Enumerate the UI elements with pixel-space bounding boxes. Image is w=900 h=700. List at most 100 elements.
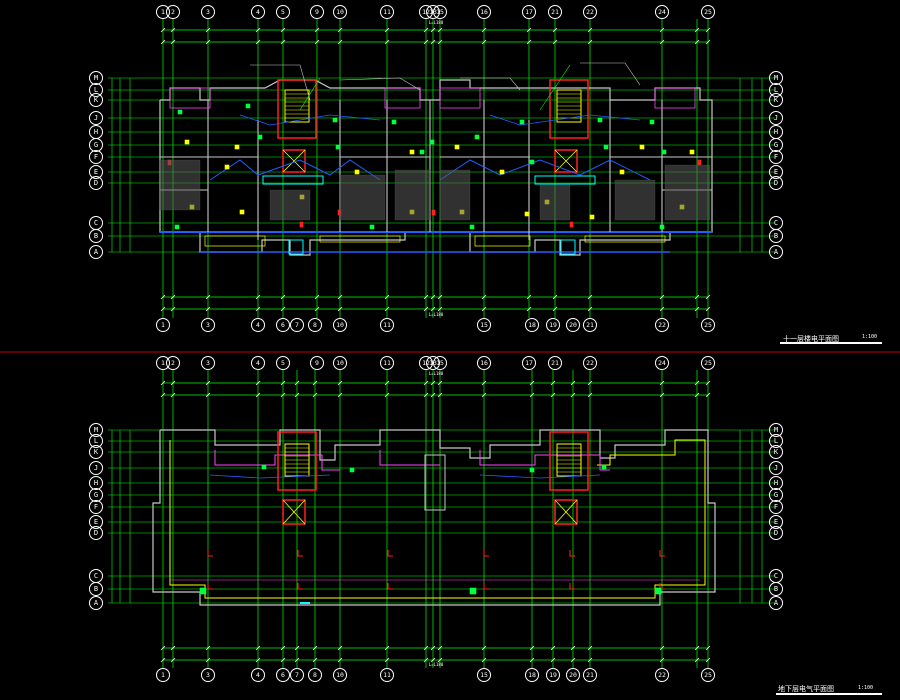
bottom-plan-dimension-tick-9-3 xyxy=(423,657,429,663)
bottom-plan-dimension-tick-15-3 xyxy=(570,657,576,663)
bottom-plan-axis-right-J: J xyxy=(769,461,783,475)
top-plan-dimension-tick-14-3 xyxy=(587,306,593,312)
bottom-plan-dimension-tick-9-2 xyxy=(423,645,429,651)
top-plan-dimension-tick-8-2 xyxy=(423,294,429,300)
bottom-plan-dimension-tick-2-3 xyxy=(205,657,211,663)
top-plan-dimension-tick-13-2 xyxy=(552,294,558,300)
bottom-plan-device-2 xyxy=(654,587,662,595)
top-plan-axis-bottom-3: 3 xyxy=(201,318,215,332)
top-plan-axis-top-10: 10 xyxy=(333,5,347,19)
bottom-plan-dimension-tick-18-0 xyxy=(694,380,700,386)
bottom-plan-dimension-tick-12-2 xyxy=(481,645,487,651)
bottom-plan-dimension-tick-3-1 xyxy=(255,392,261,398)
bottom-plan-axis-left-A: A xyxy=(89,596,103,610)
bottom-plan-total-dimension-upper: L=L180 xyxy=(428,371,444,376)
bottom-plan-axis-top-25: 25 xyxy=(701,356,715,370)
bottom-plan-axis-right-A: A xyxy=(769,596,783,610)
top-plan-scale: 1:100 xyxy=(862,334,878,340)
bottom-plan-axis-top-4: 4 xyxy=(251,356,265,370)
top-plan-axis-bottom-20: 20 xyxy=(566,318,580,332)
top-plan-elevator-x2-0 xyxy=(282,149,306,173)
top-plan-total-dimension-upper: L=L180 xyxy=(428,20,444,25)
top-plan-fixture-1 xyxy=(234,144,240,150)
bottom-plan-ramp xyxy=(424,454,446,511)
top-plan-dimension-tick-6-3 xyxy=(337,306,343,312)
top-plan-dimension-tick-17-0 xyxy=(705,27,711,33)
top-plan-dimension-tick-12-1 xyxy=(526,39,532,45)
bottom-plan-wiring-1 xyxy=(209,474,331,479)
top-plan-dimension-tick-10-1 xyxy=(437,39,443,45)
bottom-plan-dimension-tick-4-3 xyxy=(280,657,286,663)
bottom-plan-dimension-tick-17-2 xyxy=(659,645,665,651)
top-plan-axis-bottom-1: 1 xyxy=(156,318,170,332)
top-plan-axis-top-16: 16 xyxy=(477,5,491,19)
bottom-plan-axis-top-5: 5 xyxy=(276,356,290,370)
top-plan-axis-left-D: D xyxy=(89,176,103,190)
top-plan-wiring-2 xyxy=(439,159,651,181)
top-plan-fixture-11 xyxy=(689,149,695,155)
bottom-plan-dimension-tick-10-1 xyxy=(430,392,436,398)
top-plan-device-3 xyxy=(332,117,338,123)
bottom-plan-dimension-tick-6-2 xyxy=(312,645,318,651)
bottom-plan-device-upper-2 xyxy=(529,467,535,473)
bottom-plan-dimension-tick-13-0 xyxy=(529,380,535,386)
bottom-plan-dimension-tick-1-3 xyxy=(170,657,176,663)
top-plan-axis-bottom-11: 11 xyxy=(380,318,394,332)
top-plan-room-hatch-2 xyxy=(339,174,386,221)
bottom-plan-axis-right-D: D xyxy=(769,526,783,540)
bottom-plan-dimension-tick-13-1 xyxy=(529,392,535,398)
top-plan-axis-bottom-18: 18 xyxy=(525,318,539,332)
top-plan-axis-right-H: H xyxy=(769,125,783,139)
top-plan-dimension-tick-10-2 xyxy=(437,294,443,300)
bottom-plan-axis-bottom-1: 1 xyxy=(156,668,170,682)
bottom-plan-dimension-tick-8-2 xyxy=(384,645,390,651)
bottom-plan-axis-right-B: B xyxy=(769,582,783,596)
bottom-plan-dimension-tick-1-2 xyxy=(170,645,176,651)
top-plan-dimension-tick-2-0 xyxy=(205,27,211,33)
top-plan-axis-top-22: 22 xyxy=(583,5,597,19)
top-plan-dimension-tick-15-1 xyxy=(659,39,665,45)
top-plan-dimension-tick-11-2 xyxy=(481,294,487,300)
top-plan-balcony-1 xyxy=(204,235,266,247)
bottom-plan-dimension-tick-0-1 xyxy=(160,392,166,398)
bottom-plan-axis-right-K: K xyxy=(769,445,783,459)
top-plan-axis-right-C: C xyxy=(769,216,783,230)
top-plan-device-16 xyxy=(369,224,375,230)
bottom-plan-axis-top-24: 24 xyxy=(655,356,669,370)
top-plan-dimension-tick-17-1 xyxy=(705,39,711,45)
bottom-plan-axis-bottom-10: 10 xyxy=(333,668,347,682)
top-plan-room-hatch-3 xyxy=(394,169,431,221)
top-plan-axis-right-D: D xyxy=(769,176,783,190)
bottom-plan-elevator-1 xyxy=(554,499,578,525)
top-plan-device-12 xyxy=(603,144,609,150)
top-plan-room-hatch-5 xyxy=(539,184,571,221)
bottom-plan-dimension-tick-0-0 xyxy=(160,380,166,386)
bottom-plan-dimension-tick-10-2 xyxy=(430,645,436,651)
bottom-plan-outer-wall xyxy=(152,429,716,606)
top-plan-leader-4 xyxy=(580,62,641,86)
top-plan-dimension-tick-8-1 xyxy=(423,39,429,45)
top-plan-fixture-17 xyxy=(524,211,530,217)
bottom-plan-device-upper-0 xyxy=(261,464,267,470)
top-plan-dimension-tick-7-1 xyxy=(384,39,390,45)
top-plan-axis-left-C: C xyxy=(89,216,103,230)
bottom-plan-dimension-tick-19-2 xyxy=(705,645,711,651)
top-plan-device-18 xyxy=(659,224,665,230)
top-plan-fixture-6 xyxy=(454,144,460,150)
bottom-plan-axis-top-2: 2 xyxy=(166,356,180,370)
top-plan-axis-right-A: A xyxy=(769,245,783,259)
bottom-plan-axis-bottom-6: 6 xyxy=(276,668,290,682)
top-plan-axis-top-9: 9 xyxy=(310,5,324,19)
top-plan-dimension-tick-4-0 xyxy=(280,27,286,33)
bottom-plan-dimension-tick-14-1 xyxy=(550,392,556,398)
top-plan-axis-right-K: K xyxy=(769,93,783,107)
bottom-plan-total-dimension-lower: L=L180 xyxy=(428,662,444,667)
bottom-plan-axis-bottom-18: 18 xyxy=(525,668,539,682)
bottom-plan-dimension-tick-16-1 xyxy=(587,392,593,398)
top-plan-red-marker-3 xyxy=(697,159,702,166)
top-plan-axis-right-B: B xyxy=(769,229,783,243)
top-plan-fixture-4 xyxy=(354,169,360,175)
top-plan-axis-bottom-15: 15 xyxy=(477,318,491,332)
bottom-plan-axis-top-9: 9 xyxy=(310,356,324,370)
